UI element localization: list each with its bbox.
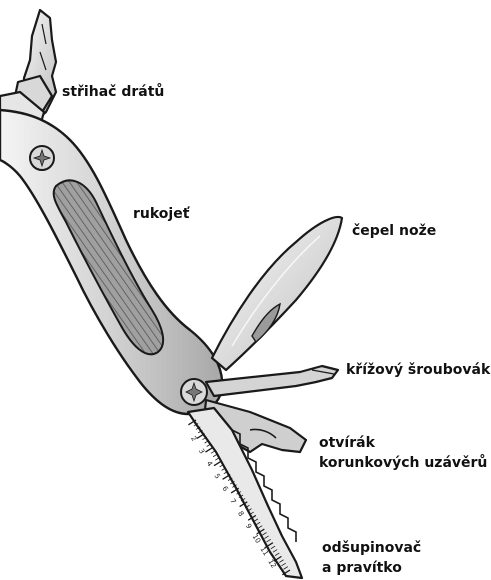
knife-blade [212,217,342,370]
label-scaler-line2: a pravítko [322,559,402,578]
ruler-number: 6 [220,485,229,493]
lower-pivot-screw [181,379,207,405]
ruler-tick [205,447,213,452]
ruler-tick [211,451,215,454]
ruler-number: 2 [189,435,198,443]
ruler-number: 7 [228,497,237,505]
label-handle: rukojeť [133,205,189,224]
label-phillips-screwdriver: křížový šroubovák [346,361,490,380]
ruler-number: 4 [205,460,214,468]
label-scaler-line1: odšupinovač [322,539,421,558]
ruler-number: 8 [236,510,245,518]
label-wire-cutter: střihač drátů [62,83,164,102]
ruler-number: 5 [213,472,222,480]
ruler-number: 9 [244,522,253,530]
label-bottle-opener-line1: otvírák [319,434,375,453]
ruler-number: 3 [197,447,206,455]
label-knife-blade: čepel nože [352,222,436,241]
label-bottle-opener-line2: korunkových uzávěrů [319,454,487,473]
ruler-tick [214,461,222,466]
upper-pivot-screw [30,146,54,170]
